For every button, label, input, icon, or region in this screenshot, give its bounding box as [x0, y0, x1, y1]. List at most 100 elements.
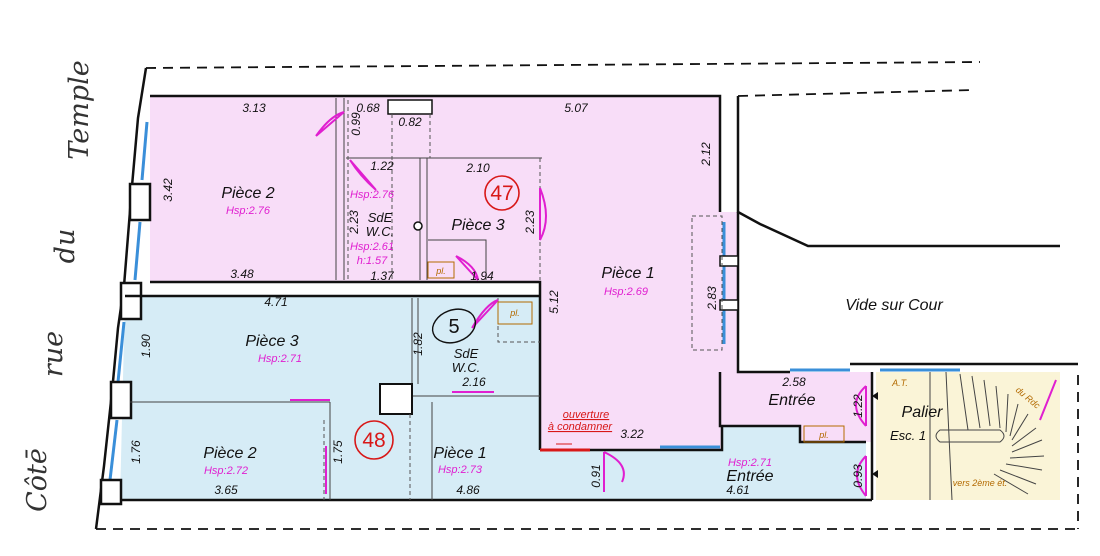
dim-1-90: 1.90 [139, 334, 153, 358]
dim-1-37: 1.37 [370, 269, 395, 283]
palier-at: A.T. [891, 378, 908, 388]
apt47-sde-sub: W.C. [366, 224, 394, 239]
pl-tag-1: pl. [435, 266, 446, 276]
court-boundary-top [737, 89, 976, 97]
court-wall [736, 96, 1060, 248]
apt48-entree-hsp: Hsp:2.71 [728, 457, 772, 469]
door-arc-9 [603, 451, 625, 492]
street-word-temple: Temple [64, 60, 95, 159]
palier-esc: Esc. 1 [890, 428, 926, 443]
apartment-48-number: 48 [362, 429, 385, 452]
dim-3-13: 3.13 [242, 101, 266, 115]
marker-5-circle [431, 308, 477, 344]
dim-0-91: 0.91 [589, 464, 603, 487]
apt47-piece3-name: Pièce 3 [451, 217, 504, 234]
door-arc-3 [455, 255, 479, 281]
apt47-piece2-hsp: Hsp:2.76 [226, 205, 271, 217]
door-arc-11 [856, 455, 867, 497]
apt47-sde-hsp: Hsp:2.61 [350, 241, 394, 253]
window-1 [140, 121, 149, 181]
apt-47-marker-circle [484, 175, 520, 211]
dim-3-48: 3.48 [230, 267, 254, 281]
apt47-bottom-wall [150, 280, 542, 450]
apt47-sde-hsp2: Hsp:2.76 [350, 189, 395, 201]
apartment-47-area [150, 96, 872, 450]
apt48-piece1-hsp: Hsp:2.73 [438, 464, 483, 476]
outer-boundary-top [145, 61, 981, 69]
pl-tag-2: pl. [509, 308, 520, 318]
apt47-piece1-hsp: Hsp:2.69 [604, 286, 648, 298]
apt47-sde-name: SdE [368, 210, 393, 225]
apt47-piece2-name: Pièce 2 [221, 185, 274, 202]
marker-5-label: 5 [448, 316, 459, 338]
entry-arrow-2 [872, 470, 878, 478]
dim-2-16: 2.16 [461, 375, 486, 389]
door-arc-12 [1039, 379, 1057, 421]
court-pillar-1 [719, 255, 739, 267]
palier-area [876, 372, 1060, 500]
pl-box-1 [427, 261, 455, 279]
pillar-3 [109, 380, 133, 420]
staircase [929, 371, 1045, 501]
door-arc-4 [539, 187, 547, 241]
apt48-piece2-hsp: Hsp:2.72 [204, 465, 248, 477]
dim-4-61: 4.61 [726, 483, 749, 497]
ouverture-line1: ouverture [563, 409, 609, 421]
apt47-top-wall [150, 94, 722, 212]
court-inner-wall [736, 212, 790, 374]
dim-3-22: 3.22 [620, 427, 644, 441]
dim-1-22a: 1.22 [370, 159, 394, 173]
door-arc-10 [855, 385, 867, 427]
apartment-47-number: 47 [490, 182, 513, 205]
palier-name: Palier [902, 404, 944, 421]
pillar-2 [119, 281, 143, 321]
apt48-piece3-hsp: Hsp:2.71 [258, 353, 302, 365]
chimney-47 [387, 99, 433, 115]
pl-box-3 [803, 425, 845, 443]
entry-arrow-1 [872, 392, 878, 400]
ouverture-line2: à condamner [548, 421, 614, 433]
apt48-piece3-name: Pièce 3 [245, 333, 298, 350]
apt48-sde-sub: W.C. [452, 360, 480, 375]
dim-2-23a: 2.23 [347, 210, 361, 235]
apartment-48-area [120, 296, 866, 500]
dim-5-12: 5.12 [547, 290, 561, 314]
dim-0-93: 0.93 [851, 464, 865, 488]
court-label: Vide sur Cour [845, 297, 943, 314]
street-word-du: du [50, 229, 81, 264]
dim-4-86: 4.86 [456, 483, 480, 497]
dim-1-94: 1.94 [470, 269, 494, 283]
palier-stairs-note: vers 2ème ét. [953, 478, 1008, 488]
pillar-4 [99, 478, 123, 506]
street-word-rue: rue [38, 331, 69, 377]
door-arc-1 [315, 111, 345, 137]
apt47-piece1-name: Pièce 1 [601, 265, 654, 282]
dim-2-58: 2.58 [781, 375, 806, 389]
column-marker [413, 221, 423, 231]
partition-48-a [130, 298, 540, 500]
dim-2-83: 2.83 [705, 286, 719, 311]
apt48-piece1-name: Pièce 1 [433, 445, 486, 462]
dim-2-23b: 2.23 [523, 210, 537, 235]
dim-2-10: 2.10 [465, 161, 490, 175]
dim-1-76: 1.76 [129, 440, 143, 464]
dim-3-42: 3.42 [161, 178, 175, 202]
door-arc-5 [471, 299, 499, 329]
dim-3-65: 3.65 [214, 483, 238, 497]
street-word-cote: Côtē [22, 448, 53, 512]
door-arc-2 [349, 159, 377, 191]
sde-47-walls [335, 98, 542, 280]
dim-0-82: 0.82 [398, 115, 422, 129]
pl-tag-3: pl. [818, 430, 829, 440]
apt48-piece2-name: Pièce 2 [203, 445, 256, 462]
window-3 [116, 321, 126, 383]
dim-4-71: 4.71 [264, 295, 287, 309]
apt47-entree-name: Entrée [768, 392, 815, 409]
dim-1-75: 1.75 [331, 440, 345, 464]
court-pillar-2 [719, 299, 739, 311]
apt48-entree-wall [540, 426, 724, 452]
hidden-lines-47 [347, 100, 723, 351]
apt48-sde-name: SdE [454, 346, 479, 361]
dim-1-22b: 1.22 [851, 394, 865, 418]
